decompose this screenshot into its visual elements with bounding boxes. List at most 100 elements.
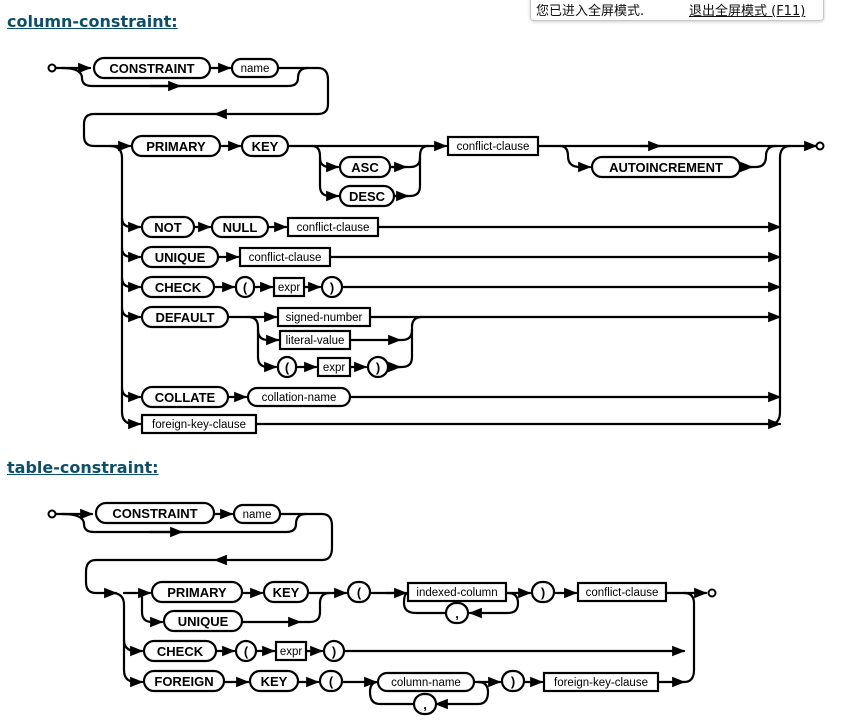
- literal-value-reference-label: literal-value: [286, 335, 345, 347]
- close-paren-label: ): [330, 280, 334, 295]
- autoincrement-keyword: [590, 155, 742, 179]
- foreign-key-clause-reference-label: foreign-key-clause: [152, 419, 246, 431]
- conflict-clause-reference: [238, 246, 332, 268]
- conflict-clause-reference-label: conflict-clause: [297, 222, 370, 234]
- close-paren-label: ): [541, 585, 545, 600]
- asc-keyword: [338, 155, 392, 179]
- comma-label: ,: [455, 606, 459, 621]
- primary-keyword: [150, 580, 244, 604]
- primary-keyword-label: PRIMARY: [146, 139, 206, 154]
- unique-keyword: [140, 245, 220, 269]
- close-paren-label: ): [376, 360, 380, 375]
- name-reference-label: name: [241, 63, 270, 75]
- unique-keyword: [162, 609, 244, 633]
- fullscreen-notice: 您已进入全屏模式. 退出全屏模式 (F11): [530, 0, 824, 21]
- name-reference: [230, 57, 280, 79]
- desc-keyword-label: DESC: [349, 189, 386, 204]
- indexed-column-reference-label: indexed-column: [416, 587, 497, 599]
- signed-number-reference: [276, 306, 372, 328]
- foreign-key-clause-reference-label: foreign-key-clause: [554, 677, 648, 689]
- constraint-keyword-label: CONSTRAINT: [112, 506, 197, 521]
- expr-reference-label: expr: [280, 646, 303, 658]
- constraint-keyword-label: CONSTRAINT: [109, 61, 194, 76]
- conflict-clause-reference: [446, 135, 540, 157]
- column-name-reference-label: column-name: [391, 677, 461, 689]
- conflict-clause-reference-label: conflict-clause: [249, 252, 322, 264]
- unique-keyword-label: UNIQUE: [178, 614, 229, 629]
- foreign-keyword: [142, 669, 226, 693]
- foreign-key-clause-reference: [140, 413, 258, 435]
- open-paren-label: (: [329, 674, 334, 689]
- open-paren: [346, 580, 372, 604]
- conflict-clause-reference-label: conflict-clause: [586, 587, 659, 599]
- column-constraint-diagram: CONSTRAINT PRIMARY KEY ASC DESC AUTOINCR…: [47, 56, 825, 435]
- foreign-keyword-label: FOREIGN: [154, 674, 213, 689]
- open-paren: [234, 639, 258, 663]
- collation-name-reference: [246, 386, 352, 408]
- collation-name-reference-label: collation-name: [262, 392, 337, 404]
- key-keyword-label: KEY: [252, 139, 279, 154]
- close-paren: [530, 580, 556, 604]
- close-paren: [322, 639, 346, 663]
- primary-keyword: [130, 134, 222, 158]
- key-keyword: [248, 669, 300, 693]
- key-keyword-label: KEY: [261, 674, 288, 689]
- comma-label: ,: [423, 697, 427, 712]
- column-constraint-heading[interactable]: column-constraint:: [7, 12, 178, 31]
- collate-keyword-label: COLLATE: [155, 390, 216, 405]
- key-keyword: [240, 134, 290, 158]
- null-keyword-label: NULL: [223, 220, 258, 235]
- comma-separator: [444, 601, 470, 625]
- open-paren: [276, 355, 298, 379]
- constraint-keyword: [94, 501, 216, 525]
- not-keyword-label: NOT: [154, 220, 182, 235]
- indexed-column-reference: [406, 581, 508, 603]
- expr-reference: [316, 356, 352, 378]
- expr-reference: [272, 276, 306, 298]
- desc-keyword: [338, 184, 396, 208]
- asc-keyword-label: ASC: [351, 160, 379, 175]
- expr-reference: [274, 640, 308, 662]
- conflict-clause-reference: [286, 216, 380, 238]
- open-paren-label: (: [357, 585, 362, 600]
- close-paren-label: ): [511, 674, 515, 689]
- comma-separator: [412, 692, 438, 716]
- constraint-keyword: [92, 56, 212, 80]
- foreign-key-clause-reference: [542, 671, 660, 693]
- open-paren: [234, 275, 256, 299]
- exit-fullscreen-link[interactable]: 退出全屏模式 (F11): [689, 4, 806, 19]
- signed-number-reference-label: signed-number: [286, 312, 363, 324]
- open-paren-label: (: [244, 644, 249, 659]
- fullscreen-notice-text: 您已进入全屏模式.: [536, 4, 645, 19]
- close-paren: [366, 355, 390, 379]
- check-keyword: [140, 275, 216, 299]
- collate-keyword: [140, 385, 230, 409]
- null-keyword: [210, 215, 270, 239]
- name-reference-label: name: [243, 509, 272, 521]
- not-keyword: [140, 215, 196, 239]
- open-paren-label: (: [243, 280, 248, 295]
- check-keyword-label: CHECK: [157, 644, 204, 659]
- autoincrement-keyword-label: AUTOINCREMENT: [609, 160, 723, 175]
- default-keyword-label: DEFAULT: [156, 310, 215, 325]
- name-reference: [232, 503, 282, 525]
- key-keyword-label: KEY: [273, 585, 300, 600]
- check-keyword-label: CHECK: [155, 280, 202, 295]
- column-name-reference: [376, 671, 476, 693]
- literal-value-reference: [278, 329, 352, 351]
- primary-keyword-label: PRIMARY: [167, 585, 227, 600]
- key-keyword: [262, 580, 310, 604]
- check-keyword: [142, 639, 218, 663]
- default-keyword: [140, 305, 230, 329]
- table-constraint-heading[interactable]: table-constraint:: [7, 458, 159, 477]
- expr-reference-label: expr: [278, 282, 301, 294]
- conflict-clause-reference-label: conflict-clause: [457, 141, 530, 153]
- conflict-clause-reference: [576, 581, 668, 603]
- close-paren: [320, 275, 344, 299]
- expr-reference-label: expr: [323, 362, 346, 374]
- open-paren-label: (: [285, 360, 290, 375]
- close-paren-label: ): [332, 644, 336, 659]
- open-paren: [318, 669, 344, 693]
- unique-keyword-label: UNIQUE: [155, 250, 206, 265]
